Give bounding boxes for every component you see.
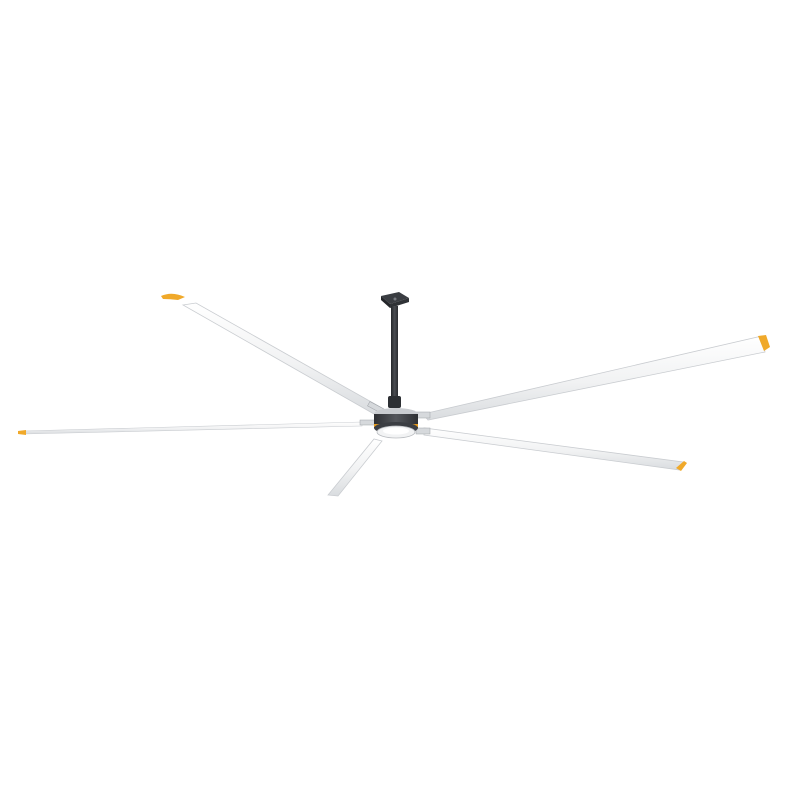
fan-downrod — [391, 306, 398, 408]
downrod-coupler — [388, 396, 401, 408]
blade-winglet-tip — [161, 293, 185, 300]
fan-blade-right-lower — [423, 427, 687, 471]
led-light-highlight — [383, 427, 409, 435]
fan-blade-lower-left — [327, 438, 383, 497]
fan-blade-upper-left — [161, 293, 383, 415]
ceiling-mount-bracket — [381, 292, 409, 308]
blade-winglet-tip — [18, 430, 26, 435]
blade-winglet-tip — [676, 461, 687, 471]
blade-winglet-tip — [758, 335, 770, 351]
fan-blade-right-upper — [422, 335, 770, 421]
fan-blade-left — [18, 421, 363, 435]
